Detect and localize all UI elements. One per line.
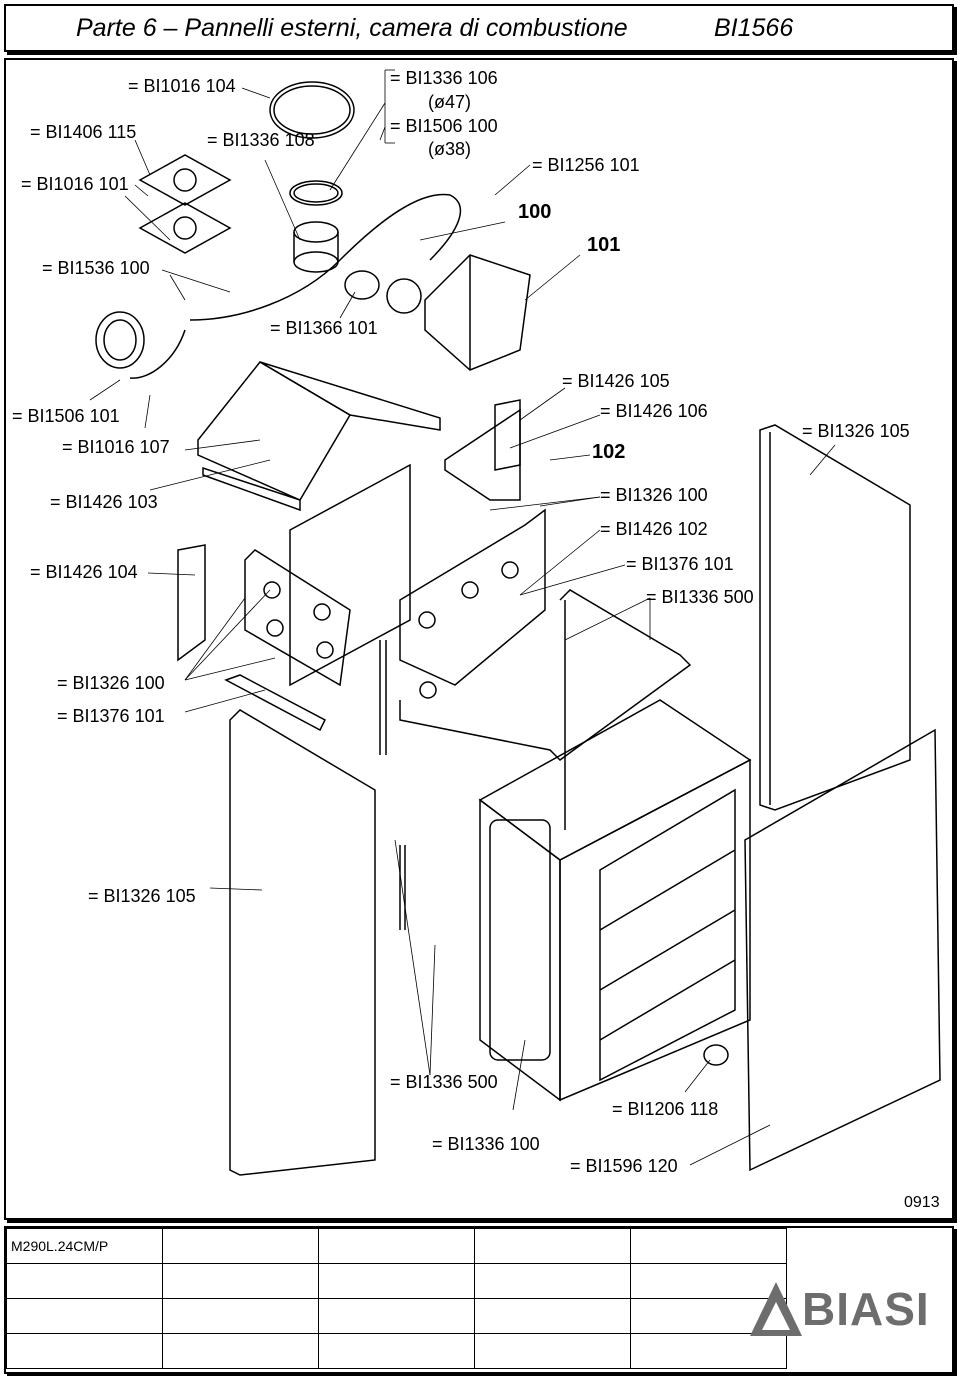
callout-label: = BI1596 120 (570, 1156, 678, 1176)
callout-label: = BI1376 101 (57, 706, 165, 726)
table-cell (630, 1228, 787, 1264)
chamber-front-panel (244, 549, 351, 687)
callout-label: = BI1426 105 (562, 371, 670, 391)
callout-label: = BI1326 100 (600, 485, 708, 505)
front-door-right (744, 728, 941, 1172)
callout-label: = BI1326 105 (802, 421, 910, 441)
frame-rail (399, 589, 692, 830)
biasi-logo: BIASI (748, 1274, 948, 1354)
callout-label: = BI1536 100 (42, 258, 150, 278)
doc-code-cell: M290L.24CM/P (6, 1228, 163, 1264)
header-bar: Parte 6 – Pannelli esterni, camera di co… (4, 4, 954, 52)
logo-text: BIASI (802, 1283, 930, 1335)
table-cell (6, 1333, 163, 1369)
table-cell (162, 1333, 319, 1369)
table-cell (318, 1263, 475, 1299)
callout-label: = BI1426 102 (600, 519, 708, 539)
callout-label: = BI1336 108 (207, 130, 315, 150)
page-title: Parte 6 – Pannelli esterni, camera di co… (76, 14, 628, 42)
callout-label: = BI1206 118 (612, 1099, 719, 1119)
callout-label: = BI1326 100 (57, 673, 165, 693)
table-cell (630, 1333, 787, 1369)
logo-triangle-icon (750, 1282, 802, 1336)
chamber-box (399, 408, 546, 699)
table-cell (474, 1298, 631, 1334)
callout-label: = BI1336 106 (390, 68, 498, 88)
table-cell (162, 1263, 319, 1299)
leader-lines (89, 69, 836, 1166)
flue-adapter (293, 221, 339, 273)
callout-label: = BI1506 100 (390, 116, 498, 136)
chamber-hood (197, 361, 441, 512)
o-ring-small (289, 180, 343, 206)
callout-label: = BI1336 500 (390, 1072, 498, 1092)
vertical-tube (399, 845, 406, 930)
page-code: BI1566 (714, 14, 794, 42)
side-panel-left (229, 709, 376, 1176)
callout-label: = BI1016 107 (62, 437, 170, 457)
callout-label: (ø47) (428, 92, 472, 112)
callout-label: = BI1366 101 (270, 318, 378, 338)
fan-assembly (386, 254, 531, 371)
table-cell (318, 1298, 475, 1334)
cabinet (478, 699, 752, 1102)
chamber-back (289, 463, 411, 687)
callout-number: 102 (592, 441, 626, 463)
callout-label: = BI1336 500 (646, 587, 754, 607)
bracket-rail (224, 674, 326, 732)
callout-label: = BI1426 104 (30, 562, 138, 582)
callout-label: = BI1426 106 (600, 401, 708, 421)
side-bracket-right (494, 399, 521, 471)
footer-table: M290L.24CM/P (4, 1226, 954, 1374)
pressure-switch (95, 311, 145, 369)
cap (344, 270, 380, 300)
gasket-ring (269, 81, 355, 139)
callout-label: = BI1016 101 (21, 174, 129, 194)
strip-left (379, 640, 387, 755)
callout-number: 100 (518, 201, 552, 223)
callout-label: = BI1376 101 (626, 554, 734, 574)
callout-label: = BI1326 105 (88, 886, 196, 906)
table-cell (474, 1263, 631, 1299)
table-cell (474, 1333, 631, 1369)
callout-label: (ø38) (428, 139, 472, 159)
table-cell (6, 1298, 163, 1334)
callout-number: 101 (587, 234, 621, 256)
revision-code: 0913 (904, 1194, 940, 1211)
silicone-tube (129, 193, 461, 379)
table-cell (318, 1228, 475, 1264)
callout-label: = BI1016 104 (128, 76, 236, 96)
side-panel-right (759, 424, 911, 811)
drawing-frame (4, 58, 954, 1220)
callout-label: = BI1506 101 (12, 406, 120, 426)
flange-plates (138, 154, 232, 254)
side-bracket-left (177, 544, 206, 662)
inspection-window (703, 1044, 729, 1066)
table-cell (318, 1333, 475, 1369)
table-cell (474, 1228, 631, 1264)
doc-code: M290L.24CM/P (11, 1238, 109, 1254)
table-cell (162, 1298, 319, 1334)
callout-label: = BI1406 115 (30, 122, 137, 142)
callout-label: = BI1426 103 (50, 492, 158, 512)
callout-label: = BI1256 101 (532, 155, 640, 175)
table-cell (630, 1263, 787, 1299)
table-cell (6, 1263, 163, 1299)
callout-label: = BI1336 100 (432, 1134, 540, 1154)
table-cell (162, 1228, 319, 1264)
